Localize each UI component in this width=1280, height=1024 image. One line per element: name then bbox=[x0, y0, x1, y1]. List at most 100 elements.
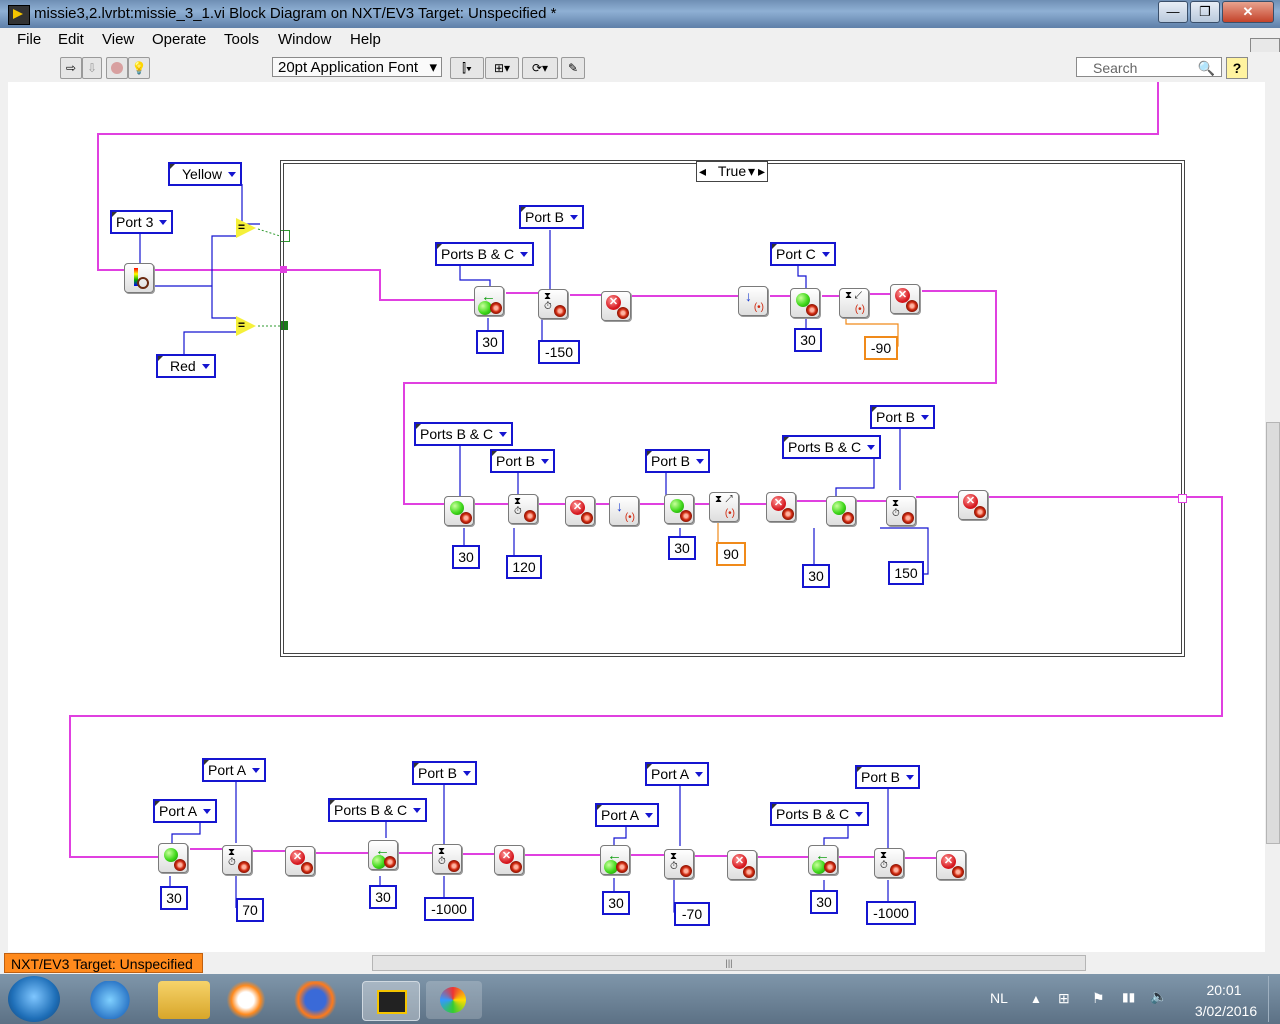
horizontal-scrollbar[interactable]: ||| bbox=[372, 955, 1086, 971]
numeric-constant-angle[interactable]: 90 bbox=[716, 542, 746, 566]
equal-function-yellow[interactable]: = bbox=[236, 218, 256, 238]
port-ring-b-5[interactable]: Port B bbox=[412, 761, 477, 785]
color-ring-yellow[interactable]: Yellow bbox=[168, 162, 242, 186]
language-indicator[interactable]: NL bbox=[990, 990, 1008, 1006]
motor-stop-block[interactable]: ✕ bbox=[936, 850, 966, 880]
highlight-execution-icon[interactable]: 💡 bbox=[128, 57, 150, 79]
motor-degrees-block[interactable]: ⧗⏱ bbox=[874, 848, 904, 878]
internet-explorer-icon[interactable] bbox=[84, 981, 136, 1019]
numeric-constant[interactable]: -1000 bbox=[866, 901, 916, 925]
port-ring-sensor[interactable]: Port 3 bbox=[110, 210, 174, 234]
motor-degrees-block[interactable]: ⧗⏱ bbox=[432, 844, 462, 874]
port-ring-b-1[interactable]: Port B bbox=[519, 205, 584, 229]
motor-degrees-block[interactable]: ⧗⏱ bbox=[222, 845, 252, 875]
numeric-constant[interactable]: -1000 bbox=[424, 897, 474, 921]
numeric-constant[interactable]: -150 bbox=[538, 340, 580, 364]
move-steer-block[interactable]: ← bbox=[600, 845, 630, 875]
numeric-constant[interactable]: -70 bbox=[674, 902, 710, 926]
run-icon[interactable]: ⇨ bbox=[60, 57, 82, 79]
port-ring-bc-3[interactable]: Ports B & C bbox=[782, 435, 882, 459]
motor-on-block[interactable] bbox=[444, 496, 474, 526]
move-steer-block[interactable]: ← bbox=[808, 845, 838, 875]
numeric-constant[interactable]: 30 bbox=[668, 536, 696, 560]
motor-stop-block[interactable]: ✕ bbox=[494, 845, 524, 875]
numeric-constant[interactable]: 30 bbox=[369, 885, 397, 909]
start-button[interactable] bbox=[8, 976, 60, 1022]
port-ring-c-1[interactable]: Port C bbox=[770, 242, 836, 266]
show-hidden-icons-icon[interactable]: ▲ bbox=[1030, 992, 1042, 1006]
port-ring-b-6[interactable]: Port B bbox=[855, 765, 920, 789]
move-steer-block[interactable]: ← bbox=[368, 840, 398, 870]
labview-app-icon[interactable] bbox=[8, 5, 30, 25]
search-input[interactable]: Search🔍 bbox=[1076, 57, 1222, 77]
numeric-constant[interactable]: 30 bbox=[802, 564, 830, 588]
numeric-constant-angle[interactable]: -90 bbox=[864, 336, 898, 360]
numeric-constant[interactable]: 30 bbox=[602, 891, 630, 915]
run-continuous-icon[interactable]: ⇩ bbox=[82, 57, 102, 79]
labview-icon[interactable] bbox=[362, 981, 420, 1021]
gyro-reset-block[interactable]: ↓(•) bbox=[609, 496, 639, 526]
maximize-button[interactable]: ❐ bbox=[1190, 1, 1220, 23]
motor-stop-block[interactable]: ✕ bbox=[766, 492, 796, 522]
menu-help[interactable]: Help bbox=[350, 31, 381, 48]
cleanup-diagram-icon[interactable]: ✎ bbox=[561, 57, 585, 79]
numeric-constant[interactable]: 30 bbox=[476, 330, 504, 354]
motor-degrees-block[interactable]: ⧗⏱ bbox=[508, 494, 538, 524]
motor-on-block[interactable] bbox=[790, 288, 820, 318]
case-structure[interactable] bbox=[280, 160, 1185, 657]
reorder-icon[interactable]: ⟳▾ bbox=[522, 57, 558, 79]
numeric-constant[interactable]: 30 bbox=[794, 328, 822, 352]
port-ring-a-2[interactable]: Port A bbox=[202, 758, 267, 782]
menu-window[interactable]: Window bbox=[278, 31, 332, 48]
color-ring-red[interactable]: Red bbox=[156, 354, 216, 378]
motor-stop-block[interactable]: ✕ bbox=[958, 490, 988, 520]
port-ring-a-4[interactable]: Port A bbox=[645, 762, 710, 786]
port-ring-b-3[interactable]: Port B bbox=[645, 449, 710, 473]
gyro-reset-block[interactable]: ↓(•) bbox=[738, 286, 768, 316]
color-sensor-block[interactable] bbox=[124, 263, 154, 293]
motor-degrees-block[interactable]: ⧗⏱ bbox=[886, 496, 916, 526]
motor-on-block[interactable] bbox=[158, 843, 188, 873]
abort-icon[interactable] bbox=[106, 57, 128, 79]
motor-stop-block[interactable]: ✕ bbox=[285, 846, 315, 876]
numeric-constant[interactable]: 150 bbox=[888, 561, 924, 585]
motor-degrees-block[interactable]: ⧗⏱ bbox=[664, 849, 694, 879]
search-icon[interactable]: 🔍 bbox=[1197, 60, 1215, 76]
volume-icon[interactable]: 🔈 bbox=[1150, 988, 1168, 1004]
menu-view[interactable]: View bbox=[102, 31, 135, 48]
wait-gyro-block[interactable]: ⧗ ↗(•) bbox=[709, 492, 739, 522]
media-player-icon[interactable] bbox=[220, 981, 272, 1019]
port-ring-bc-1[interactable]: Ports B & C bbox=[435, 242, 535, 266]
file-explorer-icon[interactable] bbox=[158, 981, 210, 1019]
action-center-flag-icon[interactable]: ⚑ bbox=[1092, 990, 1105, 1006]
menu-edit[interactable]: Edit bbox=[58, 31, 84, 48]
port-ring-bc-2[interactable]: Ports B & C bbox=[414, 422, 514, 446]
paint-icon[interactable] bbox=[426, 981, 482, 1019]
close-button[interactable]: ✕ bbox=[1222, 1, 1274, 23]
port-ring-a-1[interactable]: Port A bbox=[153, 799, 218, 823]
wait-gyro-block[interactable]: ⧗ ↙(•) bbox=[839, 288, 869, 318]
motor-on-block[interactable] bbox=[664, 494, 694, 524]
distribute-objects-icon[interactable]: ⊞▾ bbox=[485, 57, 519, 79]
numeric-constant[interactable]: 30 bbox=[452, 545, 480, 569]
motor-degrees-block[interactable]: ⧗⏱ bbox=[538, 289, 568, 319]
port-ring-a-3[interactable]: Port A bbox=[595, 803, 660, 827]
minimize-button[interactable]: — bbox=[1158, 1, 1188, 23]
motor-stop-block[interactable]: ✕ bbox=[890, 284, 920, 314]
chevron-down-icon[interactable]: ▾ bbox=[747, 163, 755, 179]
motor-stop-block[interactable]: ✕ bbox=[601, 291, 631, 321]
font-select[interactable]: 20pt Application Font▾ bbox=[272, 57, 442, 77]
menu-operate[interactable]: Operate bbox=[152, 31, 207, 48]
numeric-constant[interactable]: 120 bbox=[506, 555, 542, 579]
motor-stop-block[interactable]: ✕ bbox=[727, 850, 757, 880]
network-icon[interactable]: ▮▮ bbox=[1122, 990, 1136, 1004]
show-desktop-button[interactable] bbox=[1268, 976, 1279, 1022]
numeric-constant[interactable]: 30 bbox=[810, 890, 838, 914]
numeric-constant[interactable]: 70 bbox=[236, 898, 264, 922]
context-help-button[interactable]: ? bbox=[1226, 57, 1248, 79]
numeric-constant[interactable]: 30 bbox=[160, 886, 188, 910]
firefox-icon[interactable] bbox=[292, 981, 344, 1019]
chevron-right-icon[interactable]: ▸ bbox=[757, 163, 765, 179]
port-ring-b-2[interactable]: Port B bbox=[490, 449, 555, 473]
chevron-left-icon[interactable]: ◂ bbox=[699, 163, 707, 179]
